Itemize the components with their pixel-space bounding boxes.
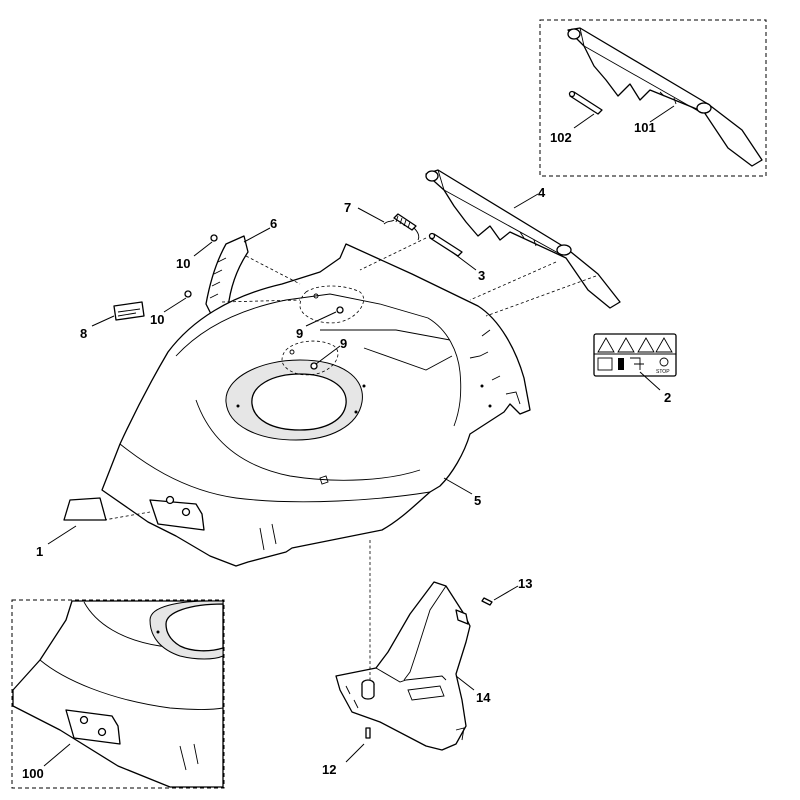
part-9-screw-lower: [281, 340, 339, 376]
part-10-screw-lower: [184, 290, 192, 298]
label-part-1: 1: [36, 544, 43, 559]
label-part-9-upper: 9: [296, 326, 303, 341]
label-part-8: 8: [80, 326, 87, 341]
label-part-7: 7: [344, 200, 351, 215]
part-9-screw-upper: [299, 285, 365, 324]
part-4-handle-bracket: [425, 169, 621, 309]
part-3-pin: [428, 232, 463, 257]
label-part-10-lower: 10: [150, 312, 164, 327]
part-14-deflector: [335, 581, 471, 751]
label-part-3: 3: [478, 268, 485, 283]
part-10-screw-upper: [210, 234, 218, 242]
leader-lines: [43, 105, 675, 767]
label-part-102: 102: [550, 130, 572, 145]
part-12-screw: [365, 727, 371, 739]
part-102-pin: [568, 90, 603, 115]
part-8-label: [113, 301, 145, 321]
label-part-12: 12: [322, 762, 336, 777]
part-101-handle-bracket: [567, 27, 763, 167]
decal-stop-text: STOP: [656, 369, 670, 375]
label-part-13: 13: [518, 576, 532, 591]
label-part-9-lower: 9: [340, 336, 347, 351]
assembly-lines: [103, 237, 597, 680]
part-13-screw: [481, 597, 493, 606]
inset-box-handle-variant: [539, 19, 767, 177]
label-part-2: 2: [664, 390, 671, 405]
label-part-6: 6: [270, 216, 277, 231]
part-7-spring: [383, 213, 420, 241]
part-2-warning-decal: STOP: [593, 333, 677, 377]
label-part-100: 100: [22, 766, 44, 781]
label-part-101: 101: [634, 120, 656, 135]
part-5-deck: [101, 243, 531, 567]
inset-box-deck-variant: [11, 599, 225, 789]
label-part-10-upper: 10: [176, 256, 190, 271]
label-part-4: 4: [538, 185, 546, 200]
part-1-plate: [63, 497, 107, 521]
label-part-5: 5: [474, 493, 481, 508]
part-100-deck-variant: [12, 600, 224, 788]
label-part-14: 14: [476, 690, 491, 705]
